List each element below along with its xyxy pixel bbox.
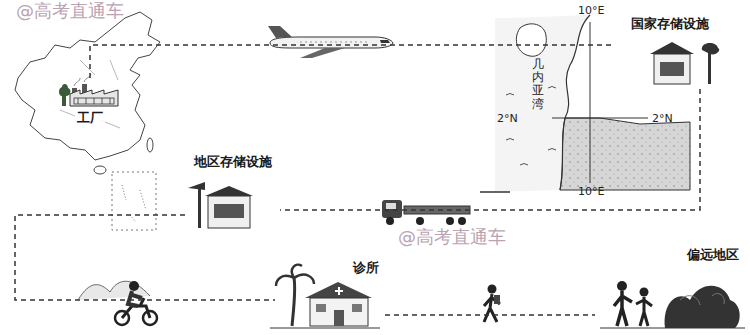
map-location: 地区存储设施 <box>185 152 280 232</box>
location-label: 工厂 <box>75 110 105 126</box>
sea-name: 几内亚湾 <box>532 58 544 111</box>
watermark: @高考直通车 <box>16 4 124 17</box>
factory-icon <box>59 74 118 106</box>
location-label: 偏远地区 <box>685 247 741 263</box>
transport-route <box>280 89 700 210</box>
remote-people <box>600 281 745 328</box>
transport-route <box>385 314 595 316</box>
storage-building <box>650 42 719 84</box>
airplane-icon <box>268 26 393 58</box>
coordinate-label: 10°E <box>578 4 604 17</box>
map-location: 国家存储设施 <box>615 14 725 89</box>
transport-route <box>15 215 275 300</box>
watermark: @高考直通车 <box>398 230 506 243</box>
storage-building <box>188 182 253 228</box>
coordinate-label: 2°N <box>497 112 518 125</box>
motorbike-icon <box>78 281 157 325</box>
truck-icon <box>382 200 470 225</box>
location-label: 国家存储设施 <box>629 16 711 32</box>
map-location: 诊所 <box>275 258 385 332</box>
walking-person <box>484 285 500 323</box>
country-map <box>480 15 690 192</box>
coordinate-label: 2°N <box>652 112 673 125</box>
coordinate-label: 10°E <box>578 185 604 198</box>
location-label: 地区存储设施 <box>192 154 274 170</box>
map-location: 偏远地区 <box>595 245 745 333</box>
location-label: 诊所 <box>351 260 381 276</box>
map-location: 工厂 <box>55 78 125 128</box>
china-map <box>15 12 160 230</box>
